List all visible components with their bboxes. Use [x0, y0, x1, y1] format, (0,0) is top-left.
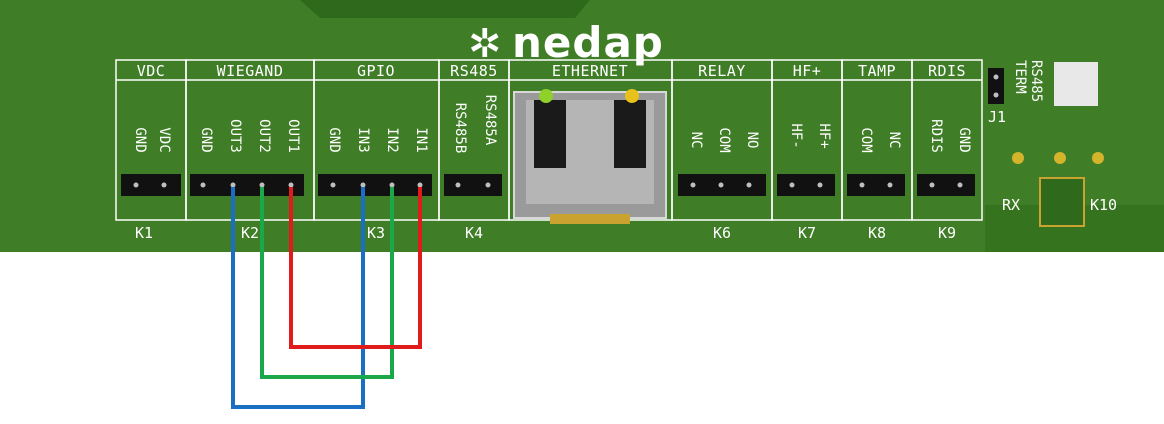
- pin-label-gpio-in3: IN3: [355, 127, 371, 152]
- pin-k2-1: [200, 182, 206, 188]
- ethernet-port-left: [534, 100, 566, 168]
- header-rdis: RDIS: [928, 62, 966, 80]
- header-relay: RELAY: [698, 62, 746, 80]
- pin-k2-4: [288, 182, 294, 188]
- pin-label-rs485b: RS485B: [452, 103, 468, 154]
- header-ethernet: ETHERNET: [552, 62, 628, 80]
- pin-k6-2: [718, 182, 724, 188]
- pin-k4-2: [485, 182, 491, 188]
- jumper-ref: J1: [988, 108, 1006, 126]
- pin-k6-1: [690, 182, 696, 188]
- wire-green: [260, 187, 394, 379]
- ethernet-led-yellow: [625, 89, 639, 103]
- pin-k8-2: [887, 182, 893, 188]
- pin-label-vdc-gnd: GND: [132, 127, 148, 152]
- ref-k4: K4: [465, 224, 483, 242]
- pin-k1-1: [133, 182, 139, 188]
- pin-label-vdc-vdc: VDC: [156, 127, 172, 152]
- pin-label-relay-nc: NC: [688, 132, 704, 149]
- ref-k9: K9: [938, 224, 956, 242]
- wire-red: [289, 187, 422, 349]
- ref-k1: K1: [135, 224, 153, 242]
- pad-3: [1092, 152, 1104, 164]
- pin-label-wiegand-gnd: GND: [198, 127, 214, 152]
- pin-label-relay-com: COM: [716, 127, 732, 152]
- pin-k3-3: [389, 182, 395, 188]
- pin-label-rs485a: RS485A: [482, 95, 498, 146]
- datamatrix-code: [1054, 62, 1098, 106]
- wire-blue: [231, 187, 365, 409]
- ethernet-led-green: [539, 89, 553, 103]
- pin-label-tamp-nc: NC: [886, 132, 902, 149]
- pin-label-rdis-rdis: RDIS: [928, 119, 944, 153]
- pin-k2-2: [230, 182, 236, 188]
- pin-k3-4: [417, 182, 423, 188]
- pad-1: [1012, 152, 1024, 164]
- terminal-block-k2: [190, 174, 304, 196]
- nedap-logo: ✲ nedap: [468, 18, 664, 67]
- pin-k2-3: [259, 182, 265, 188]
- pin-label-gpio-in1: IN1: [413, 127, 429, 152]
- ethernet-port-right: [614, 100, 646, 168]
- ref-k2: K2: [241, 224, 259, 242]
- pin-label-hf-minus: HF-: [788, 123, 804, 148]
- pin-k9-2: [957, 182, 963, 188]
- ethernet-pin-row: [550, 214, 630, 224]
- pin-label-gpio-in2: IN2: [384, 127, 400, 152]
- header-rs485: RS485: [450, 62, 498, 80]
- ref-k8: K8: [868, 224, 886, 242]
- pin-k6-3: [746, 182, 752, 188]
- pin-label-wiegand-out3: OUT3: [227, 119, 243, 153]
- jumper-j1-body: [988, 68, 1004, 104]
- header-wiegand: WIEGAND: [217, 62, 284, 80]
- pin-k4-1: [455, 182, 461, 188]
- terminal-block-k4: [444, 174, 502, 196]
- ethernet-jack: [513, 89, 667, 224]
- pin-k3-1: [330, 182, 336, 188]
- pin-k7-2: [817, 182, 823, 188]
- pin-label-tamp-com: COM: [858, 127, 874, 152]
- pad-2: [1054, 152, 1066, 164]
- label-k10: K10: [1090, 196, 1117, 214]
- header-vdc: VDC: [137, 62, 166, 80]
- jumper-pin-1: [993, 74, 999, 80]
- pin-label-wiegand-out1: OUT1: [285, 119, 301, 153]
- pin-k1-2: [161, 182, 167, 188]
- ref-k6: K6: [713, 224, 731, 242]
- rx-k10-area: RX K10: [1002, 152, 1117, 227]
- pin-k9-1: [929, 182, 935, 188]
- header-hf: HF+: [793, 62, 822, 80]
- pcb-dark-region: [300, 0, 590, 18]
- pin-label-hf-plus: HF+: [816, 123, 832, 148]
- jumper-label-term: TERM: [1012, 60, 1028, 94]
- terminal-block-k9: [917, 174, 975, 196]
- terminal-block-k7: [777, 174, 835, 196]
- frame-rdis: [911, 59, 983, 221]
- terminal-block-k8: [847, 174, 905, 196]
- terminal-block-k1: [121, 174, 181, 196]
- pin-label-rdis-gnd: GND: [956, 127, 972, 152]
- label-rx: RX: [1002, 196, 1020, 214]
- component-k10: [1039, 177, 1085, 227]
- ref-k3: K3: [367, 224, 385, 242]
- pin-label-relay-no: NO: [744, 132, 760, 149]
- brand-logo-text: nedap: [512, 18, 664, 67]
- terminal-block-k3: [318, 174, 432, 196]
- ref-k7: K7: [798, 224, 816, 242]
- jumper-label-rs485: RS485: [1028, 60, 1044, 102]
- jumper-pin-2: [993, 92, 999, 98]
- pin-k7-1: [789, 182, 795, 188]
- header-tamp: TAMP: [858, 62, 896, 80]
- jumper-j1: J1 RS485 TERM: [988, 60, 1044, 126]
- pin-k3-2: [360, 182, 366, 188]
- pin-label-wiegand-out2: OUT2: [256, 119, 272, 153]
- header-gpio: GPIO: [357, 62, 395, 80]
- pin-label-gpio-gnd: GND: [326, 127, 342, 152]
- pin-k8-1: [859, 182, 865, 188]
